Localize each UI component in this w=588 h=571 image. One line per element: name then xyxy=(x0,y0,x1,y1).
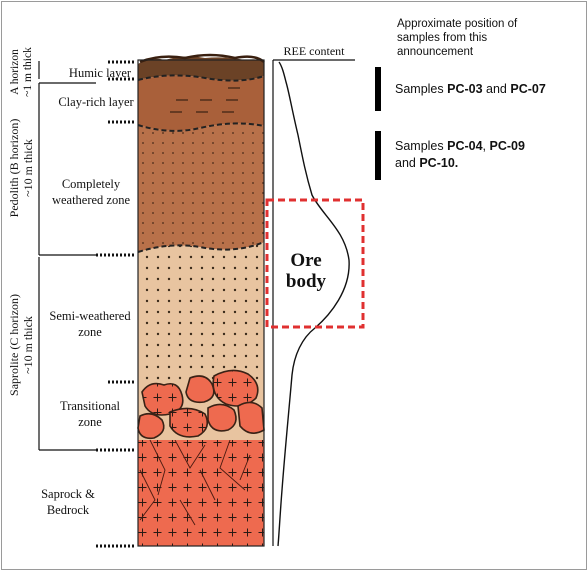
semi-weathered-dots xyxy=(138,242,264,380)
sample-annotation: Approximate position of samples from thi… xyxy=(375,18,546,180)
annotation-title-3: announcement xyxy=(397,46,474,58)
annotation-title-2: samples from this xyxy=(397,32,487,44)
ree-curve xyxy=(277,61,350,547)
transitional-label-1: Transitional xyxy=(60,399,120,413)
semi-weathered-label-2: zone xyxy=(78,325,102,339)
horizon-brackets xyxy=(38,61,96,451)
bedrock-pattern xyxy=(138,440,264,546)
pedolith-line-1: Pedolith (B horizon) xyxy=(7,119,21,218)
clay-rich-fill xyxy=(138,75,264,131)
clay-rich-layer-label: Clay-rich layer xyxy=(58,95,134,109)
pedolith-label: Pedolith (B horizon) xyxy=(7,119,21,218)
layer-labels: Humic layer Clay-rich layer Completely w… xyxy=(41,66,134,517)
transitional-label-2: zone xyxy=(78,415,102,429)
a-horizon-line-1: A horizon xyxy=(9,49,21,95)
saprolite-bracket xyxy=(38,257,96,451)
saprock-label-1: Saprock & xyxy=(41,487,95,501)
samples-line-3: and PC-10. xyxy=(395,156,458,170)
saprolite-label-2: ~10 m thick xyxy=(21,316,35,374)
pedolith-bracket xyxy=(38,82,96,256)
saprolite-line-1: Saprolite (C horizon) xyxy=(7,294,21,396)
depth-ticks xyxy=(96,60,134,548)
semi-weathered-label-1: Semi-weathered xyxy=(49,309,131,323)
annotation-title-1: Approximate position of xyxy=(397,18,518,30)
humic-layer-label: Humic layer xyxy=(69,66,132,80)
a-horizon-label-2: ~1 m thick xyxy=(22,47,34,97)
column-outline xyxy=(137,59,265,547)
completely-weathered-label-2: weathered zone xyxy=(52,193,131,207)
pedolith-line-2: ~10 m thick xyxy=(21,139,35,197)
humic-top-edge xyxy=(139,53,265,64)
humic-fill xyxy=(138,56,264,81)
saprock-label-2: Bedrock xyxy=(47,503,90,517)
corestone-pattern xyxy=(142,370,258,437)
completely-weathered-label-1: Completely xyxy=(62,177,121,191)
samples-line-1: Samples PC-03 and PC-07 xyxy=(395,82,546,96)
ree-content-plot: REE content Ore body xyxy=(265,44,365,547)
a-horizon-label: A horizon xyxy=(9,49,21,95)
sample-bar-2 xyxy=(375,131,381,180)
soil-column xyxy=(137,53,265,547)
ore-body-label-1: Ore xyxy=(290,250,321,271)
a-horizon-line-2: ~1 m thick xyxy=(22,47,34,97)
ore-body-label-2: body xyxy=(286,271,327,292)
saprolite-line-2: ~10 m thick xyxy=(21,316,35,374)
ree-content-label: REE content xyxy=(284,44,346,58)
samples-line-2: Samples PC-04, PC-09 xyxy=(395,139,525,153)
saprolite-label: Saprolite (C horizon) xyxy=(7,294,21,396)
pedolith-label-2: ~10 m thick xyxy=(21,139,35,197)
ore-body-box xyxy=(265,198,365,329)
completely-weathered-dots xyxy=(138,123,264,252)
bedrock-fractures xyxy=(139,439,251,526)
sample-bar-1 xyxy=(375,67,381,111)
layer-boundaries xyxy=(137,74,265,253)
clay-dashes xyxy=(170,87,240,113)
horizon-labels: A horizon ~1 m thick Pedolith (B horizon… xyxy=(7,47,35,396)
